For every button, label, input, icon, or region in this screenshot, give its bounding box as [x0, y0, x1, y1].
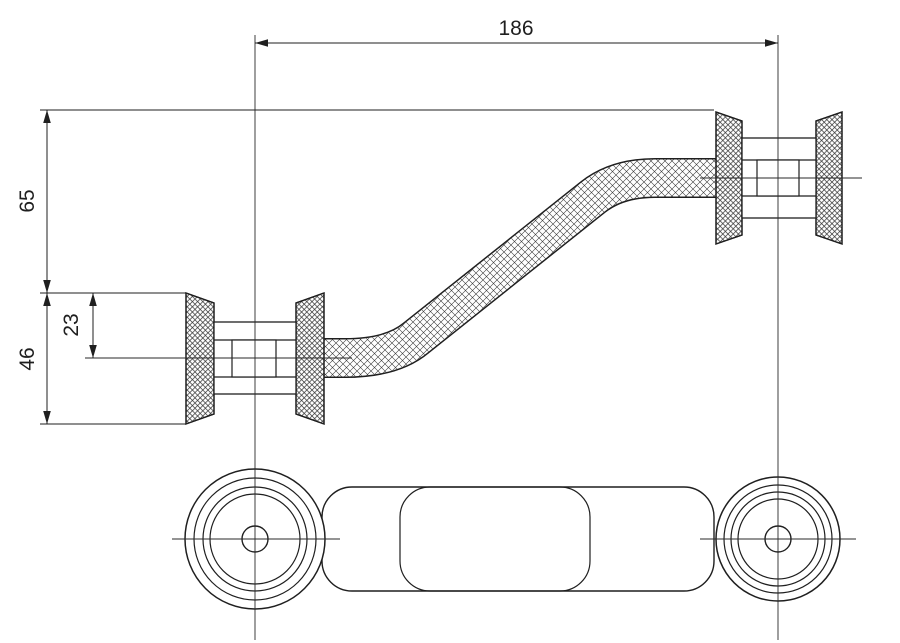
dimension-65-label: 65 [16, 189, 39, 212]
dimensions: 186 65 46 23 [16, 17, 778, 425]
z-link-arm [245, 158, 795, 378]
dimension-65-arrow-bottom [43, 280, 51, 293]
dimension-46: 46 [16, 293, 51, 424]
dimension-23-arrow-top [89, 293, 97, 306]
dimension-186-arrow-right [765, 39, 778, 47]
plan-arm-outline [321, 486, 715, 592]
dimension-186-arrow-left [255, 39, 268, 47]
dimension-186-label: 186 [498, 17, 533, 40]
dimension-65: 65 [16, 110, 51, 293]
left-bushing-left-flange-hatch [185, 292, 215, 425]
z-link-arm-hatch [245, 159, 795, 377]
plan-arm-inner-contour [399, 486, 591, 592]
side-view [185, 111, 843, 425]
dimension-23: 23 [60, 293, 97, 358]
dimension-46-label: 46 [16, 347, 39, 370]
dimension-186: 186 [255, 17, 778, 47]
left-bushing-right-flange-hatch [295, 292, 325, 425]
dimension-23-arrow-bottom [89, 345, 97, 358]
centerlines [85, 35, 862, 640]
dimension-65-arrow-top [43, 110, 51, 123]
dimension-23-label: 23 [60, 313, 83, 336]
dimension-46-arrow-top [43, 293, 51, 306]
dimension-46-arrow-bottom [43, 411, 51, 424]
